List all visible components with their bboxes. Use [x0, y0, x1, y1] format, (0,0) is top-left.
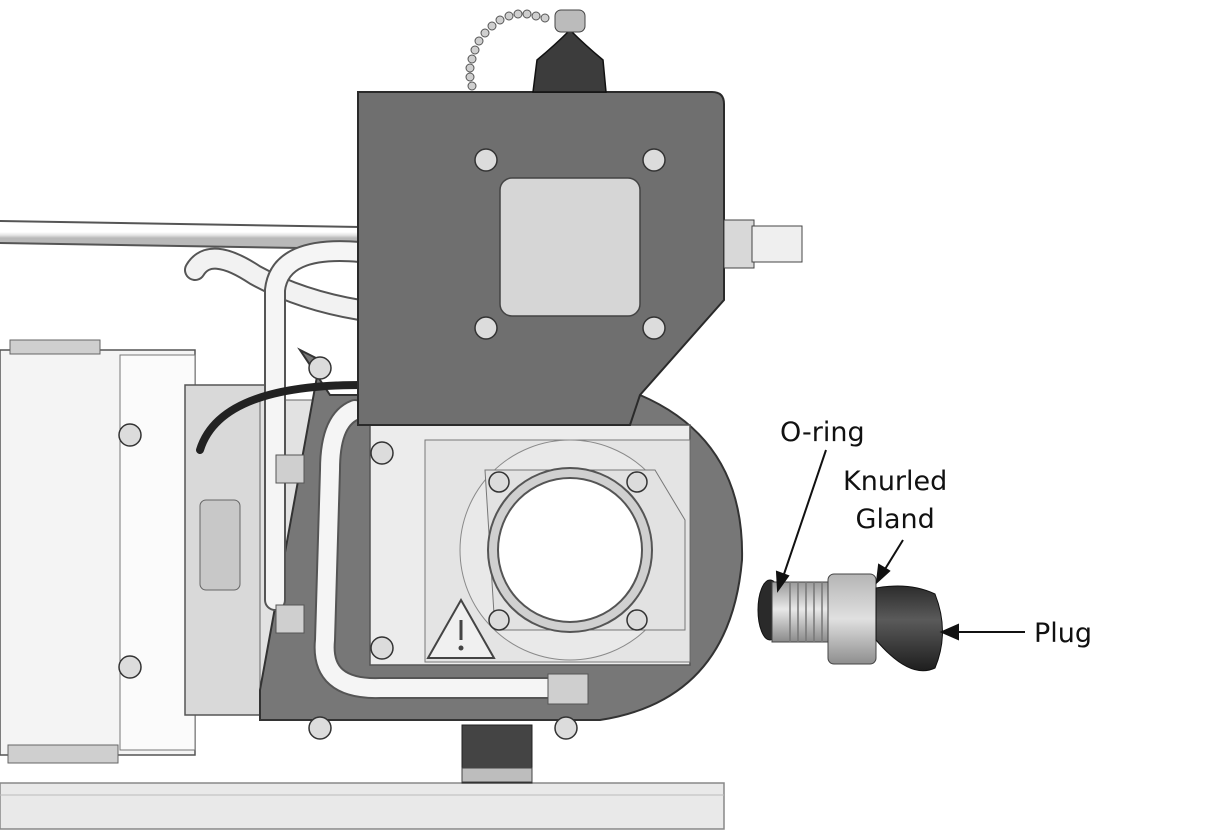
top-cap [532, 9, 607, 93]
plug [875, 585, 943, 672]
plug-label: Plug [1034, 618, 1093, 649]
base-plate [0, 782, 725, 830]
warning-triangle-icon [426, 597, 496, 659]
side-connector [723, 219, 803, 269]
screws [118, 148, 666, 740]
knurled-gland-label-line1: Knurled [843, 466, 948, 497]
knurled-gland-label: Knurled Gland [843, 463, 947, 539]
pump-foot [461, 724, 533, 784]
motor-body [0, 339, 196, 764]
o-ring-label: O-ring [780, 417, 865, 448]
knurled-gland-label-line2: Gland [855, 504, 935, 535]
callout-arrows [775, 449, 1025, 641]
tube-fittings [275, 454, 589, 705]
tubing [0, 220, 561, 700]
junction-box [357, 91, 725, 426]
bead-chain [465, 9, 550, 91]
threaded-body [771, 581, 831, 643]
knurled-gland [827, 573, 877, 665]
